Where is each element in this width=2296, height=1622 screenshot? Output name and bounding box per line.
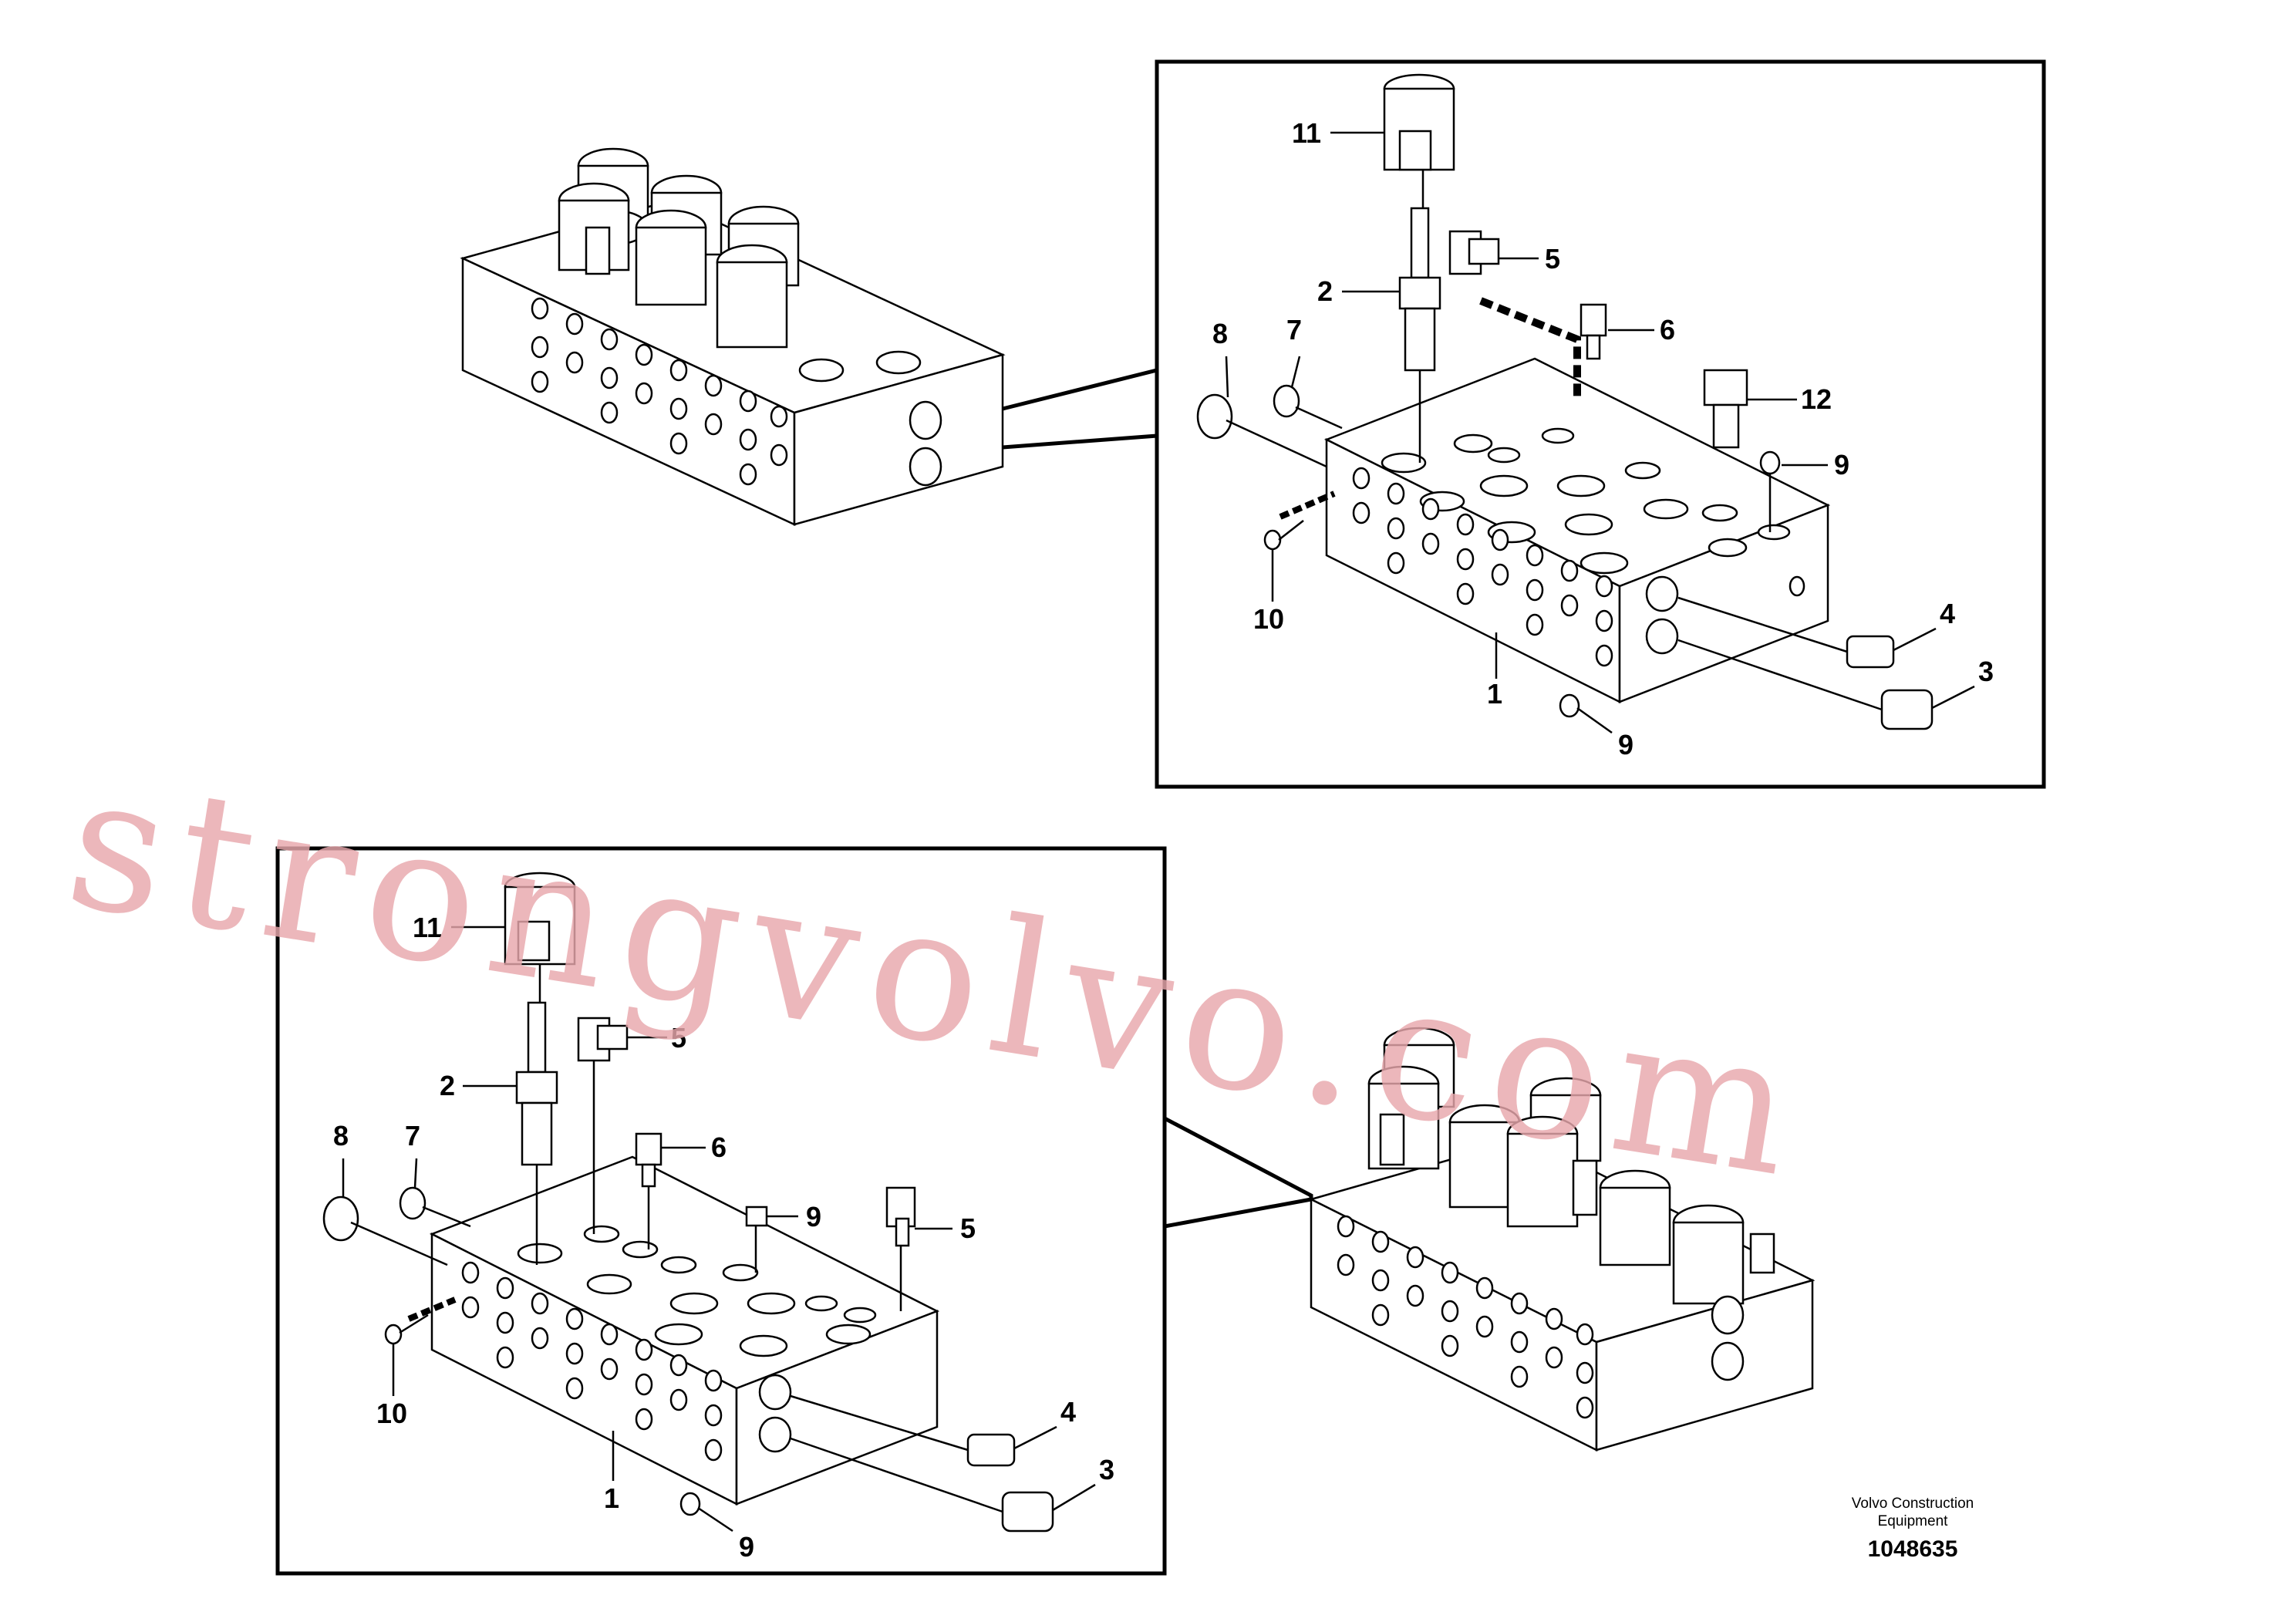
- callout-3: 3: [1978, 656, 1994, 687]
- callout-2: 2: [1317, 275, 1333, 307]
- callout-11: 11: [1292, 117, 1321, 149]
- callout-9: 9: [1834, 449, 1849, 481]
- callout-9: 9: [1618, 729, 1633, 760]
- callouts-top: 11 5 2 6 8 7 12 9 10 4 3 1 9: [1212, 117, 1994, 760]
- callout-6: 6: [711, 1131, 727, 1163]
- callout-4: 4: [1060, 1396, 1076, 1428]
- frame-pointer-bottom: [1163, 1116, 1313, 1229]
- frame-pointer-top: [1002, 367, 1159, 450]
- callout-9: 9: [806, 1201, 821, 1233]
- callout-5: 5: [960, 1212, 976, 1244]
- assembled-valve-block-top: [460, 147, 1006, 526]
- publisher-line-1: Volvo Construction: [1852, 1496, 1974, 1512]
- callout-10: 10: [376, 1398, 407, 1429]
- callout-1: 1: [604, 1482, 619, 1514]
- callout-5: 5: [1545, 243, 1560, 275]
- watermark-text: strongvolvo.com: [55, 733, 1819, 1220]
- callout-3: 3: [1099, 1454, 1114, 1485]
- detail-frame-bottom: [275, 846, 1167, 1576]
- callout-10: 10: [1253, 603, 1284, 635]
- callout-7: 7: [405, 1120, 420, 1152]
- publisher-line-2: Equipment: [1878, 1513, 1949, 1529]
- exploded-valve-block-top: [1196, 73, 1934, 730]
- leader-lines-bottom: [342, 926, 1096, 1533]
- callout-8: 8: [333, 1120, 349, 1152]
- drawing-number: 1048635: [1868, 1536, 1958, 1562]
- assembled-valve-block-bottom: [1308, 1027, 1816, 1452]
- callout-12: 12: [1801, 383, 1832, 415]
- callout-7: 7: [1286, 314, 1302, 346]
- callout-1: 1: [1487, 678, 1502, 710]
- callouts-bottom: 11 5 2 6 8 7 9 5 10 4 1 3 9: [333, 912, 1114, 1563]
- callout-4: 4: [1940, 598, 1955, 629]
- callout-2: 2: [440, 1070, 455, 1101]
- callout-8: 8: [1212, 318, 1228, 349]
- leader-lines-top: [1225, 131, 1975, 734]
- callout-11: 11: [413, 912, 442, 943]
- detail-frame-top: [1155, 59, 2046, 789]
- callout-9: 9: [739, 1531, 754, 1563]
- callout-6: 6: [1660, 314, 1675, 346]
- callout-5: 5: [671, 1022, 686, 1054]
